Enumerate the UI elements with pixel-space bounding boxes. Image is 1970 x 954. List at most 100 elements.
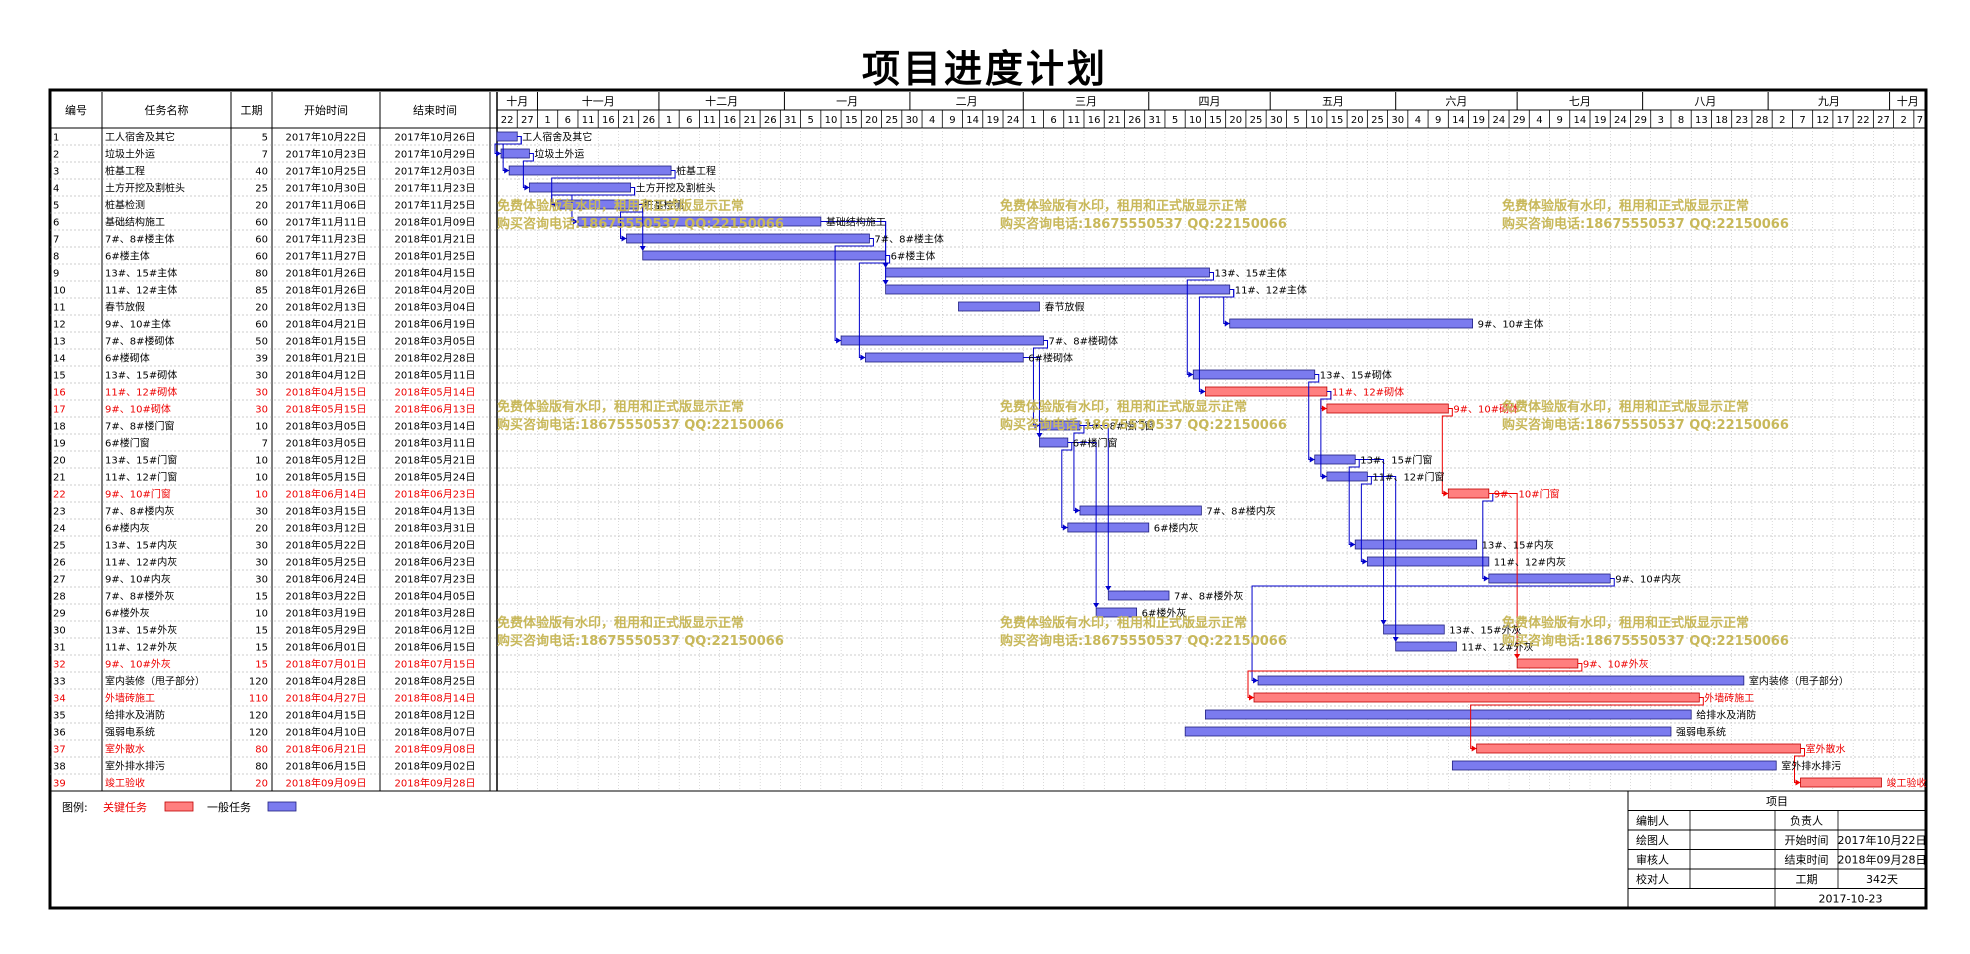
task-start: 2018年05月25日	[286, 556, 367, 569]
critical-task-bar	[1447, 488, 1490, 499]
dependency-link	[1223, 289, 1235, 324]
task-name: 11#、12#砌体	[105, 387, 177, 399]
task-start: 2017年10月30日	[286, 182, 367, 195]
task-duration: 60	[255, 218, 268, 229]
dependency-link	[502, 136, 522, 171]
task-id: 4	[53, 184, 59, 195]
info-reviewer-label: 审核人	[1636, 852, 1669, 866]
task-id: 39	[53, 779, 66, 790]
day-label: 15	[1209, 115, 1222, 126]
task-name: 工人宿舍及其它	[105, 131, 175, 144]
day-label: 19	[1594, 115, 1607, 126]
month-label: 五月	[1322, 95, 1344, 108]
critical-task-bar	[1516, 658, 1579, 669]
task-name: 室内装修（甩子部分）	[105, 675, 205, 688]
task-name: 13#、15#内灰	[105, 539, 177, 552]
task-duration: 60	[255, 235, 268, 246]
dependency-arrow	[1105, 586, 1112, 591]
day-label: 19	[987, 115, 1000, 126]
day-label: 11	[1067, 115, 1080, 126]
task-end: 2018年03月28日	[395, 607, 476, 620]
dependency-arrow	[1188, 371, 1194, 378]
task-name: 桩基工程	[105, 165, 145, 178]
day-label: 1	[666, 115, 672, 126]
day-label: 5	[1293, 115, 1299, 126]
task-start: 2018年05月15日	[286, 403, 367, 416]
info-project-label: 项目	[1766, 795, 1788, 808]
dependency-arrow	[1483, 575, 1489, 582]
day-label: 30	[1391, 115, 1404, 126]
legend-critical-label: 关键任务	[103, 800, 147, 814]
day-label: 27	[1877, 115, 1890, 126]
info-duration-label: 工期	[1796, 873, 1818, 886]
day-label: 22	[501, 115, 514, 126]
task-start: 2018年05月15日	[286, 471, 367, 484]
bar-label: 竣工验收	[1886, 777, 1926, 790]
task-start: 2017年10月22日	[286, 131, 367, 144]
critical-task-bar	[1800, 777, 1882, 788]
task-name: 11#、12#外灰	[105, 641, 177, 654]
task-end: 2018年06月20日	[395, 539, 476, 552]
day-label: 20	[865, 115, 878, 126]
task-end: 2018年05月21日	[395, 454, 476, 467]
dependency-arrow	[524, 184, 530, 191]
task-duration: 30	[255, 575, 268, 586]
task-start: 2018年05月29日	[286, 624, 367, 637]
task-duration: 80	[255, 745, 268, 756]
dependency-arrow	[1309, 456, 1315, 463]
day-label: 10	[1189, 115, 1202, 126]
task-start: 2017年11月11日	[286, 216, 367, 229]
task-duration: 15	[255, 660, 268, 671]
task-id: 5	[53, 201, 59, 212]
task-start: 2018年06月01日	[286, 641, 367, 654]
task-start: 2018年02月13日	[286, 301, 367, 314]
task-id: 26	[53, 558, 66, 569]
task-name: 桩基检测	[105, 199, 145, 212]
task-id: 25	[53, 541, 66, 552]
month-label: 九月	[1818, 95, 1840, 108]
task-duration: 30	[255, 388, 268, 399]
info-drawer-label: 绘图人	[1636, 833, 1669, 847]
day-label: 6	[1050, 115, 1056, 126]
bar-label: 7#、8#楼砌体	[1049, 335, 1118, 348]
day-label: 5	[808, 115, 814, 126]
task-bar	[1395, 641, 1457, 652]
watermark-text: 购买咨询电话:18675550537 QQ:22150066	[1000, 633, 1287, 649]
task-duration: 5	[262, 133, 268, 144]
day-label: 14	[966, 115, 979, 126]
task-end: 2018年06月19日	[395, 318, 476, 331]
task-duration: 7	[262, 150, 268, 161]
info-owner-label: 负责人	[1790, 813, 1823, 827]
task-id: 19	[53, 439, 66, 450]
task-bar	[1184, 726, 1672, 737]
day-label: 15	[1331, 115, 1344, 126]
day-label: 1	[544, 115, 550, 126]
day-label: 1	[1030, 115, 1036, 126]
task-duration: 39	[255, 354, 268, 365]
task-id: 33	[53, 677, 66, 688]
dependency-arrow	[639, 246, 646, 251]
task-name: 13#、15#门窗	[105, 454, 177, 467]
task-name: 9#、10#门窗	[105, 488, 171, 501]
bar-label: 7#、8#楼门窗	[1085, 420, 1154, 433]
day-label: 3	[1658, 115, 1664, 126]
task-duration: 85	[255, 286, 268, 297]
task-end: 2018年08月12日	[395, 709, 476, 722]
dependency-arrow	[1350, 541, 1356, 548]
task-end: 2018年01月21日	[395, 233, 476, 246]
task-bar	[1107, 590, 1170, 601]
task-name: 强弱电系统	[105, 726, 155, 739]
task-name: 外墙砖施工	[105, 692, 155, 705]
dependency-arrow	[1034, 422, 1040, 429]
task-duration: 10	[255, 490, 268, 501]
task-name: 室外排水排污	[105, 760, 165, 773]
task-bar	[1366, 556, 1490, 567]
task-start: 2018年01月26日	[286, 267, 367, 280]
day-label: 14	[1452, 115, 1465, 126]
task-duration: 110	[249, 694, 268, 705]
bar-label: 桩基检测	[644, 199, 684, 212]
task-end: 2018年05月14日	[395, 386, 476, 399]
task-duration: 120	[249, 677, 268, 688]
task-start: 2018年04月15日	[286, 709, 367, 722]
